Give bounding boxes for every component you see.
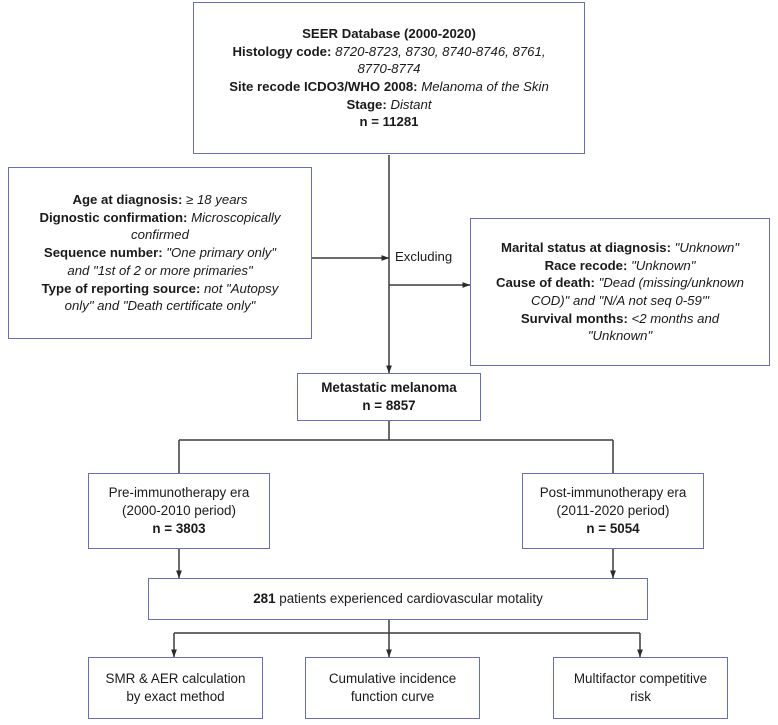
exclusion-line-3-bold: Cause of death:: [495, 275, 595, 291]
inclusion-line-4-italic: "One primary only": [166, 245, 277, 261]
source-line-5: Stage: Distant: [202, 96, 576, 114]
source-line-4-italic: Melanoma of the Skin: [421, 79, 549, 94]
exclusion-line-1-bold: Marital status at diagnosis:: [500, 239, 671, 255]
inclusion-criteria-box: Age at diagnosis: ≥ 18 years Dignostic c…: [8, 167, 312, 339]
cv-mortality-line: 281 patients experienced cardiovascular …: [157, 590, 639, 608]
source-line-1-bold: SEER Database (2000-2020): [302, 25, 476, 41]
inclusion-line-1: Age at diagnosis: ≥ 18 years: [17, 191, 303, 209]
exclusion-line-4-italic: COD)" and "N/A not seq 0-59'": [530, 293, 710, 308]
smr-line-1: SMR & AER calculation: [105, 671, 246, 687]
cohort-title: Metastatic melanoma: [321, 380, 457, 396]
cardiovascular-mortality-box: 281 patients experienced cardiovascular …: [148, 578, 648, 620]
inclusion-line-2-bold: Dignostic confirmation:: [39, 209, 188, 225]
post-immunotherapy-era-box: Post-immunotherapy era (2011-2020 period…: [522, 473, 704, 549]
source-sample-size: n = 11281: [359, 114, 419, 130]
cif-line-2: function curve: [350, 689, 435, 704]
smr-aer-analysis-box: SMR & AER calculation by exact method: [88, 657, 263, 719]
exclusion-line-3-italic: "Dead (missing/unknown: [598, 275, 744, 291]
exclusion-line-5: Survival months: <2 months and: [479, 310, 761, 328]
inclusion-line-7-italic: only" and "Death certificate only": [64, 298, 256, 314]
cv-mortality-text: patients experienced cardiovascular mota…: [275, 591, 543, 607]
inclusion-line-4-bold: Sequence number:: [43, 245, 163, 261]
metastatic-melanoma-cohort-box: Metastatic melanoma n = 8857: [297, 373, 481, 421]
cumulative-incidence-analysis-box: Cumulative incidence function curve: [305, 657, 480, 719]
source-line-3-italic: 8770-8774: [357, 61, 421, 77]
multifactor-line-2: risk: [630, 689, 651, 704]
seer-source-box: SEER Database (2000-2020) Histology code…: [193, 2, 585, 154]
pre-era-sample-size: n = 3803: [152, 520, 206, 536]
cif-line-1: Cumulative incidence: [328, 671, 457, 687]
pre-era-period: (2000-2010 period): [122, 503, 236, 519]
multifactor-analysis-box: Multifactor competitive risk: [553, 657, 728, 719]
exclusion-line-2-italic: "Unknown": [631, 257, 696, 273]
inclusion-line-6-bold: Type of reporting source:: [41, 280, 201, 296]
source-line-5-italic: Distant: [390, 96, 432, 112]
smr-line-2: by exact method: [126, 689, 225, 704]
source-line-5-bold: Stage:: [346, 96, 387, 112]
source-line-6: n = 11281: [202, 113, 576, 131]
exclusion-line-5-bold: Survival months:: [520, 310, 628, 326]
inclusion-line-7: only" and "Death certificate only": [17, 297, 303, 315]
source-line-2-bold: Histology code:: [232, 43, 332, 59]
inclusion-line-3: confirmed: [17, 226, 303, 244]
source-line-4-bold: Site recode ICDO3/WHO 2008:: [229, 79, 418, 94]
inclusion-line-2: Dignostic confirmation: Microscopically: [17, 209, 303, 227]
exclusion-line-3: Cause of death: "Dead (missing/unknown: [479, 274, 761, 292]
exclusion-criteria-box: Marital status at diagnosis: "Unknown" R…: [470, 218, 770, 366]
post-era-title: Post-immunotherapy era: [539, 485, 687, 501]
exclusion-line-5-italic: <2 months and: [631, 310, 720, 326]
source-line-1: SEER Database (2000-2020): [202, 25, 576, 43]
inclusion-line-5-italic: and "1st of 2 or more primaries": [67, 262, 253, 278]
excluding-edge-label: Excluding: [393, 249, 455, 264]
inclusion-line-5: and "1st of 2 or more primaries": [17, 262, 303, 280]
inclusion-line-2-italic: Microscopically: [191, 209, 281, 225]
source-line-4: Site recode ICDO3/WHO 2008: Melanoma of …: [202, 78, 576, 96]
cohort-sample-size: n = 8857: [362, 398, 416, 413]
source-line-3: 8770-8774: [202, 60, 576, 78]
exclusion-line-6: "Unknown": [479, 327, 761, 345]
exclusion-line-2: Race recode: "Unknown": [479, 257, 761, 275]
source-line-2: Histology code: 8720-8723, 8730, 8740-87…: [202, 43, 576, 61]
multifactor-line-1: Multifactor competitive: [573, 671, 708, 687]
source-line-2-italic: 8720-8723, 8730, 8740-8746, 8761,: [335, 43, 546, 59]
post-era-period: (2011-2020 period): [556, 503, 670, 519]
inclusion-line-1-bold: Age at diagnosis:: [72, 192, 183, 208]
inclusion-line-3-italic: confirmed: [131, 227, 189, 243]
pre-immunotherapy-era-box: Pre-immunotherapy era (2000-2010 period)…: [88, 473, 270, 549]
pre-era-title: Pre-immunotherapy era: [108, 485, 250, 501]
exclusion-line-2-bold: Race recode:: [544, 257, 628, 273]
inclusion-line-6-italic: not "Autopsy: [204, 280, 279, 296]
inclusion-line-6: Type of reporting source: not "Autopsy: [17, 280, 303, 298]
inclusion-line-1-italic: ≥ 18 years: [186, 192, 248, 208]
cv-mortality-count: 281: [253, 591, 276, 607]
inclusion-line-4: Sequence number: "One primary only": [17, 244, 303, 262]
exclusion-line-1: Marital status at diagnosis: "Unknown": [479, 239, 761, 257]
exclusion-line-1-italic: "Unknown": [674, 239, 740, 255]
exclusion-line-4: COD)" and "N/A not seq 0-59'": [479, 292, 761, 310]
post-era-sample-size: n = 5054: [586, 520, 640, 536]
exclusion-line-6-italic: "Unknown": [587, 328, 653, 344]
